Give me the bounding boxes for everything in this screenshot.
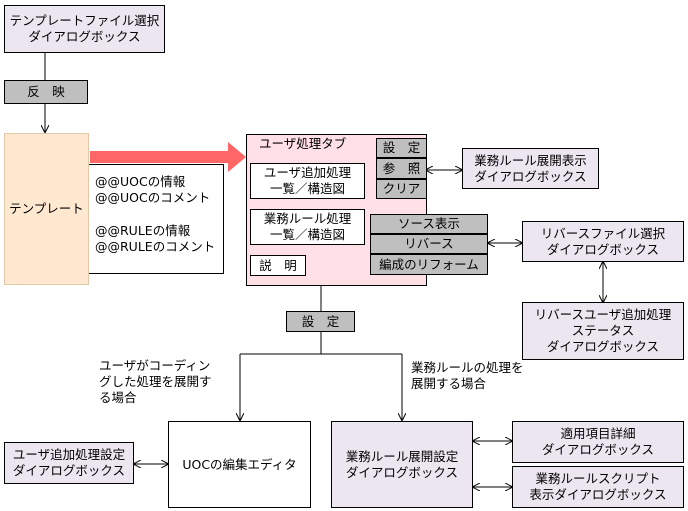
rule-script-display-dialog: 業務ルールスクリプト 表示ダイアログボックス	[512, 466, 684, 508]
reverse-user-add-status-dialog: リバースユーザ追加処理 ステータス ダイアログボックス	[522, 302, 684, 360]
reverse-file-select-line2: ダイアログボックス	[546, 241, 660, 257]
applied-item-detail-dialog: 適用項目詳細 ダイアログボックス	[512, 421, 684, 463]
user-coding-note-line1: ユーザがコーディン	[99, 358, 211, 373]
rule-expand-setting-dialog: 業務ルール展開設定 ダイアログボックス	[331, 421, 473, 508]
rule-expand-display-line1: 業務ルール展開表示	[474, 152, 587, 168]
reverse-file-select-line1: リバースファイル選択	[540, 225, 666, 241]
reform-button[interactable]: 編成のリフォーム	[370, 254, 488, 275]
rule-expand-display-dialog: 業務ルール展開表示 ダイアログボックス	[462, 148, 599, 189]
reflect-label-text: 反 映	[27, 84, 65, 99]
template-file-select-dialog: テンプレートファイル選択 ダイアログボックス	[4, 5, 165, 53]
reverse-button[interactable]: リバース	[370, 234, 488, 254]
rule-script-display-line1: 業務ルールスクリプト	[535, 471, 661, 486]
applied-item-detail-line1: 適用項目詳細	[560, 426, 636, 441]
user-add-list-line2: 一覧／構造図	[269, 181, 345, 196]
settings-flow-label: 設 定	[286, 311, 355, 332]
rule-expand-setting-line2: ダイアログボックス	[345, 464, 459, 480]
user-coding-note-line2: グした処理を展開す	[99, 374, 212, 389]
reverse-file-select-dialog: リバースファイル選択 ダイアログボックス	[522, 221, 684, 262]
clear-button-label: クリア	[382, 181, 421, 196]
source-display-button-label: ソース表示	[398, 216, 460, 231]
applied-item-detail-line2: ダイアログボックス	[541, 442, 655, 457]
reverse-button-label: リバース	[404, 236, 454, 251]
reflect-flow-arrow	[90, 142, 246, 172]
template-box: テンプレート	[4, 133, 89, 285]
rule-info-line: @@RULEの情報	[95, 223, 191, 238]
user-add-list-pane[interactable]: ユーザ追加処理 一覧／構造図	[250, 163, 365, 199]
user-add-setting-line1: ユーザ追加処理設定	[12, 447, 126, 462]
business-rule-list-line1: 業務ルール処理	[263, 211, 352, 226]
uoc-info-line: @@UOCの情報	[95, 174, 186, 189]
user-add-list-line1: ユーザ追加処理	[263, 165, 352, 180]
reverse-status-line1: リバースユーザ追加処理	[534, 307, 672, 322]
reverse-status-line2: ステータス	[571, 323, 635, 338]
user-add-setting-line2: ダイアログボックス	[12, 463, 126, 478]
reverse-status-line3: ダイアログボックス	[546, 339, 660, 354]
user-coding-note: ユーザがコーディン グした処理を展開す る場合	[99, 358, 212, 406]
user-add-setting-dialog: ユーザ追加処理設定 ダイアログボックス	[4, 442, 134, 484]
tag-info-box: @@UOCの情報 @@UOCのコメント @@RULEの情報 @@RULEのコメン…	[89, 164, 224, 274]
reference-button-label: 参 照	[382, 160, 421, 176]
rule-expand-display-line2: ダイアログボックス	[474, 168, 587, 184]
template-file-select-dialog-line2: ダイアログボックス	[28, 29, 141, 44]
business-rule-note-line1: 業務ルールの処理を	[411, 360, 524, 375]
reference-button[interactable]: 参 照	[376, 158, 427, 179]
reflect-label: 反 映	[4, 80, 88, 104]
settings-button-label: 設 定	[382, 140, 421, 155]
rule-expand-setting-line1: 業務ルール展開設定	[345, 448, 459, 464]
user-processing-tab-title: ユーザ処理タブ	[259, 136, 347, 151]
business-rule-list-line2: 一覧／構造図	[269, 227, 345, 242]
rule-comment-line: @@RULEのコメント	[95, 239, 216, 254]
uoc-comment-line: @@UOCのコメント	[95, 190, 211, 205]
user-coding-note-line3: る場合	[99, 390, 137, 405]
settings-flow-label-text: 設 定	[301, 313, 340, 329]
description-button[interactable]: 説 明	[250, 255, 306, 276]
business-rule-note-line2: 展開する場合	[411, 376, 487, 391]
clear-button[interactable]: クリア	[376, 179, 427, 199]
source-display-button[interactable]: ソース表示	[370, 214, 488, 234]
description-button-label: 説 明	[259, 257, 297, 273]
template-box-label: テンプレート	[9, 201, 84, 216]
rule-script-display-line2: 表示ダイアログボックス	[529, 487, 667, 502]
uoc-editor-label: UOCの編集エディタ	[182, 456, 297, 472]
business-rule-list-pane[interactable]: 業務ルール処理 一覧／構造図	[250, 209, 365, 245]
settings-button[interactable]: 設 定	[376, 138, 427, 158]
uoc-editor: UOCの編集エディタ	[168, 421, 311, 508]
business-rule-note: 業務ルールの処理を 展開する場合	[411, 360, 524, 392]
template-file-select-dialog-line1: テンプレートファイル選択	[9, 13, 160, 28]
reform-button-label: 編成のリフォーム	[379, 256, 479, 272]
